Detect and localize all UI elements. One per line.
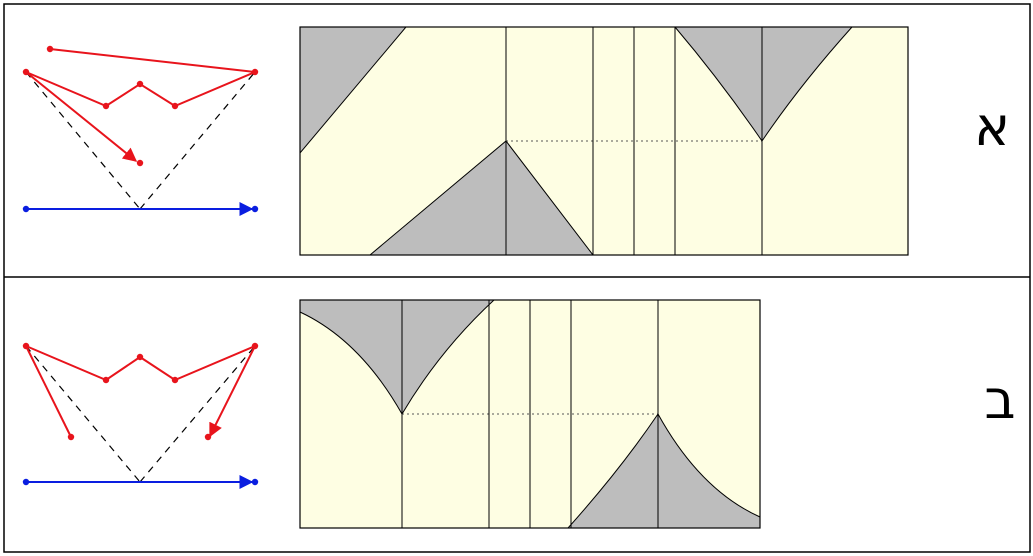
row-2-sketch [22,342,259,489]
red-points [22,45,259,167]
blue-point-start [22,205,30,213]
red-arrow [209,345,256,438]
blue-point-end [251,478,259,486]
red-arrow [25,71,138,162]
row-2-panel [299,299,761,529]
dashed-line-left [25,71,141,210]
row-1-sketch [22,45,259,216]
row-label: א [974,95,1010,158]
dashed-line-right [139,345,256,483]
vertical-lines [505,27,763,255]
panel-border [299,26,909,256]
vertical-lines [401,300,659,528]
row-2: ב [22,299,1016,529]
blue-point-start [22,478,30,486]
red-zigzag [25,345,256,382]
top-red-line [49,48,256,73]
outer-frame [3,3,1031,553]
red-line-down [25,345,72,438]
dashed-line-left [25,345,141,483]
blue-point-end [251,205,259,213]
panel-border [299,299,761,529]
row-1-panel [299,26,909,256]
row-1: א [22,26,1010,256]
red-points [22,342,259,441]
row-label: ב [984,368,1015,431]
dashed-line-right [139,71,256,210]
